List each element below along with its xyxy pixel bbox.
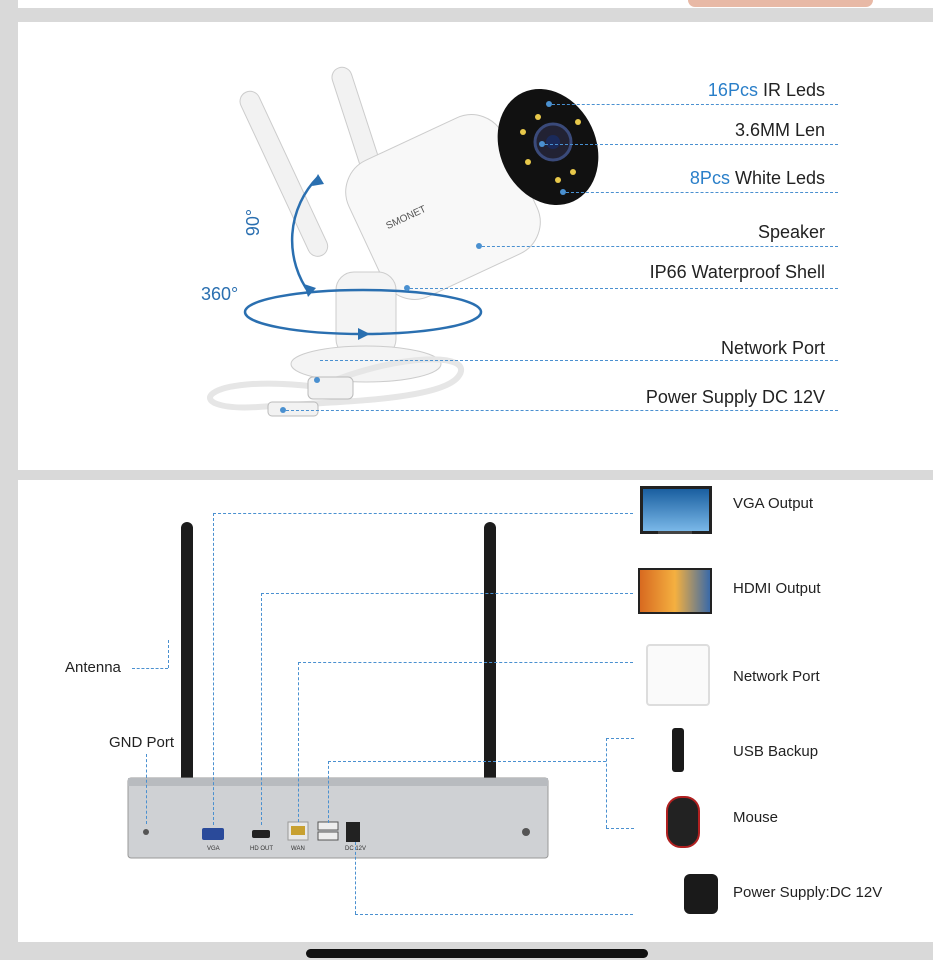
- leader-line: [146, 754, 147, 824]
- leader-line: [261, 593, 633, 594]
- device-mouse: Mouse: [733, 809, 779, 826]
- gnd-port-label: GND Port: [109, 734, 175, 751]
- camera-illustration: SMONET: [207, 66, 599, 417]
- feature-lens: 3.6MM Len: [734, 120, 825, 140]
- home-indicator[interactable]: [306, 949, 648, 958]
- leader-line: [261, 593, 262, 825]
- router-icon: [646, 644, 710, 706]
- leader-line: [213, 513, 214, 825]
- pointer-dot: [280, 407, 286, 413]
- port-vga-label: VGA: [207, 846, 220, 852]
- port-hdout-label: HD OUT: [250, 846, 273, 852]
- camera-panel: SMONET 90° 360° 16Pcs IR Leds: [18, 22, 933, 470]
- pointer-dot: [560, 189, 566, 195]
- leader-line: [320, 360, 838, 361]
- leader-line: [355, 914, 633, 915]
- leader-line: [168, 640, 169, 668]
- feature-power-supply: Power Supply DC 12V: [645, 387, 825, 407]
- port-wan-label: WAN: [291, 846, 305, 852]
- leader-line: [410, 288, 838, 289]
- device-hdmi-output: HDMI Output: [733, 580, 821, 597]
- pointer-dot: [314, 377, 320, 383]
- device-power-supply: Power Supply:DC 12V: [733, 884, 883, 901]
- device-usb-backup: USB Backup: [733, 743, 819, 760]
- device-vga-output: VGA Output: [733, 495, 814, 512]
- feature-white-leds: 8Pcs White Leds: [689, 168, 825, 188]
- monitor-icon: [640, 486, 712, 534]
- feature-waterproof-shell: IP66 Waterproof Shell: [649, 262, 825, 282]
- leader-line: [355, 842, 356, 914]
- power-adapter-icon: [684, 874, 718, 914]
- leader-line: [606, 738, 607, 828]
- leader-line: [566, 192, 838, 193]
- top-strip: [18, 0, 933, 8]
- leader-line: [606, 738, 634, 739]
- antenna-label: Antenna: [65, 659, 121, 676]
- pan-angle-label: 360°: [201, 284, 239, 304]
- tv-icon: [638, 568, 712, 614]
- leader-line: [298, 662, 633, 663]
- pointer-dot: [476, 243, 482, 249]
- tilt-angle-label: 90°: [243, 208, 264, 237]
- leader-line: [552, 104, 838, 105]
- pointer-dot: [546, 101, 552, 107]
- usb-drive-icon: [672, 728, 684, 772]
- leader-line: [482, 246, 838, 247]
- nvr-illustration: [127, 522, 549, 859]
- device-network-port: Network Port: [733, 668, 820, 685]
- hand-image-fragment: [688, 0, 873, 7]
- leader-line: [298, 662, 299, 822]
- leader-line: [328, 761, 606, 762]
- feature-network-port: Network Port: [720, 338, 825, 358]
- pointer-dot: [404, 285, 410, 291]
- mouse-icon: [666, 796, 700, 848]
- leader-line: [132, 668, 168, 669]
- leader-line: [545, 144, 838, 145]
- feature-speaker: Speaker: [757, 222, 825, 242]
- pointer-dot: [539, 141, 545, 147]
- nvr-panel: VGA HD OUT WAN DC 12V Antenna GND Port V…: [18, 480, 933, 942]
- leader-line: [328, 761, 329, 823]
- feature-ir-leds: 16Pcs IR Leds: [707, 80, 825, 100]
- leader-line: [606, 828, 634, 829]
- monitor-stand: [658, 531, 692, 534]
- leader-line: [213, 513, 633, 514]
- leader-line: [286, 410, 838, 411]
